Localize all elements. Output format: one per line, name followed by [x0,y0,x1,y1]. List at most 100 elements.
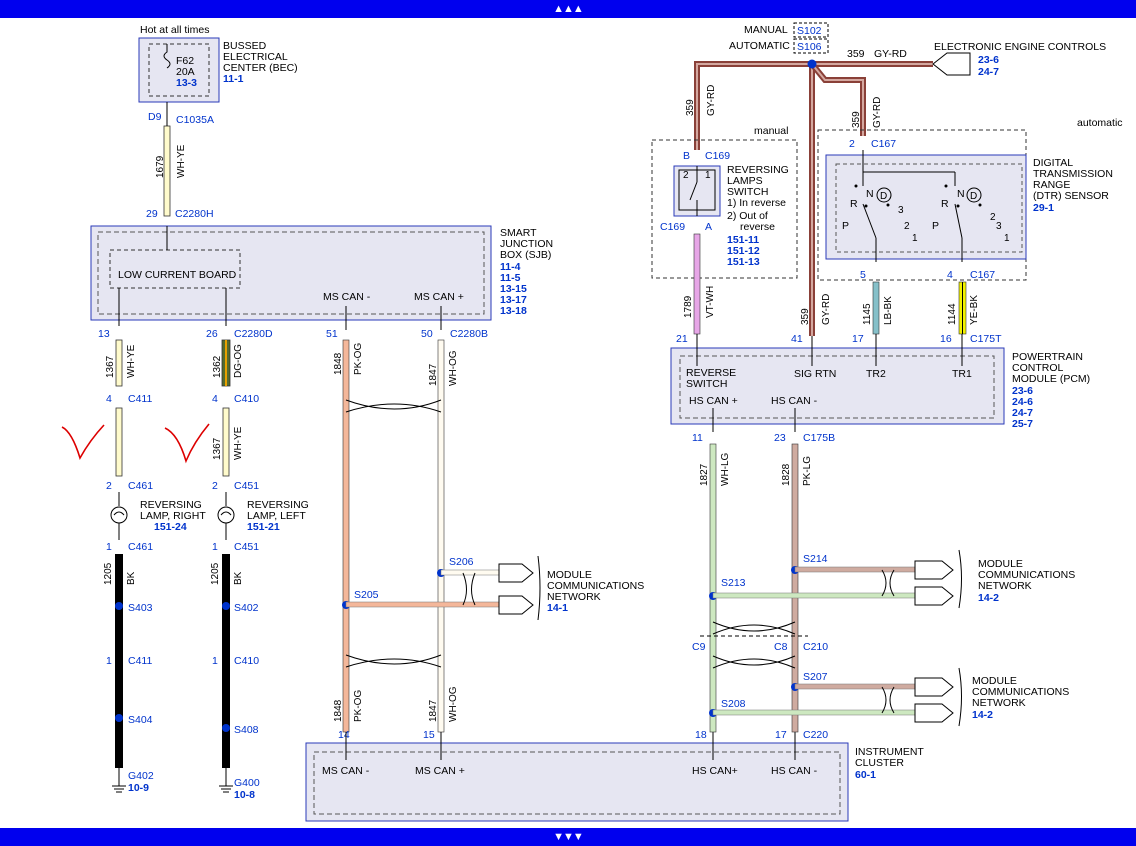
pin-21: 21 [676,333,688,345]
pcm-ref-2[interactable]: 24-6 [1012,396,1033,408]
red-check-mark-icon [61,424,105,461]
pin-1-c411: 1 [106,655,112,667]
mcn3-ref[interactable]: 14-2 [972,709,993,721]
rls-ref-2[interactable]: 151-12 [727,245,760,257]
conn-c411-b: C411 [128,655,152,667]
bec-label-2: ELECTRICAL [223,51,288,63]
wire-color-1679: WH-YE [176,144,187,178]
ic-ref[interactable]: 60-1 [855,769,876,781]
wire-1367-c [222,407,230,477]
pcm-label-1: POWERTRAIN [1012,351,1083,363]
wire-num-1848-a: 1848 [333,352,344,375]
pin-b: B [683,150,690,162]
splice-s403 [115,602,123,610]
pcm-ref-4[interactable]: 25-7 [1012,418,1033,430]
wire-num-1848-b: 1848 [333,699,344,722]
twist-icon-1 [345,399,442,413]
ground-g402-ref[interactable]: 10-9 [128,782,149,794]
pcm-ref-1[interactable]: 23-6 [1012,385,1033,397]
eec-label: ELECTRONIC ENGINE CONTROLS [934,41,1106,53]
eec-ref-2[interactable]: 24-7 [978,66,999,78]
instrument-cluster-box [305,742,849,822]
label-s214: S214 [803,553,828,565]
dtr-right-3: 3 [996,221,1002,232]
lamp-right-ref[interactable]: 151-24 [154,521,187,533]
rls-label-2: LAMPS [727,175,763,187]
lamp-left-ref[interactable]: 151-21 [247,521,280,533]
wire-num-1144: 1144 [947,303,958,325]
pcm-ref-3[interactable]: 24-7 [1012,407,1033,419]
rls-label-1: REVERSING [727,164,789,176]
wire-color-1847-b: WH-OG [448,686,459,722]
wire-color-1848-b: PK-OG [353,690,364,722]
label-s403: S403 [128,602,153,614]
sjb-ms-can-plus: MS CAN + [414,291,464,303]
pin-11: 11 [692,432,703,444]
mcn-connector-3 [914,560,954,580]
sjb-box [90,225,492,321]
label-s205: S205 [354,589,379,601]
eec-ref-1[interactable]: 23-6 [978,54,999,66]
sjb-ref-2[interactable]: 11-5 [500,272,521,284]
page-up-button[interactable]: ▲▲▲ [0,0,1136,18]
switch-pos-1: 1 [705,170,711,181]
sjb-label-2: JUNCTION [500,238,553,250]
conn-c167-top: C167 [871,138,896,150]
bec-inner [148,43,210,97]
splice-s404 [115,714,123,722]
wire-1848 [342,339,350,733]
sjb-ref-1[interactable]: 11-4 [500,261,521,273]
mcn-connector-2 [498,595,534,615]
pin-1-c410: 1 [212,655,218,667]
mcn2-ref[interactable]: 14-2 [978,592,999,604]
splice-s408 [222,724,230,732]
wire-color-359-pcm: GY-RD [821,294,832,325]
wire-1205-b [222,554,230,768]
pcm-reverse: REVERSE [686,367,736,379]
wire-1367-a [115,339,123,387]
wire-1847 [437,339,445,733]
pin-14: 14 [338,729,350,741]
pin-2-c461: 2 [106,480,112,492]
wire-1145 [872,281,880,335]
sjb-ref-5[interactable]: 13-18 [500,305,527,317]
mcn1-ref[interactable]: 14-1 [547,602,568,614]
rls-opt-3: reverse [740,221,775,233]
bec-amp: 20A [176,66,195,78]
dtr-left-2: 2 [904,221,910,232]
wire-color-1205-b: BK [233,571,244,585]
rls-ref-1[interactable]: 151-11 [727,234,759,246]
dtr-left-p: P [842,220,849,232]
wire-num-359-top: 359 [847,48,865,60]
splice-s402 [222,602,230,610]
ground-g400-ref[interactable]: 10-8 [234,789,255,801]
splice-s106 [807,59,817,69]
conn-c169-bottom: C169 [660,221,685,233]
mcn1-label-2: COMMUNICATIONS [547,580,644,592]
page-down-button[interactable]: ▼▼▼ [0,828,1136,846]
rls-label-3: SWITCH [727,186,768,198]
wire-num-1145: 1145 [862,303,873,325]
bec-ref-link[interactable]: 11-1 [223,73,244,85]
wire-color-359-l: GY-RD [706,85,717,116]
conn-c9: C9 [692,641,706,653]
wire-num-359-r: 359 [851,111,862,128]
pin-4-c167: 4 [947,269,953,281]
rls-ref-3[interactable]: 151-13 [727,256,760,268]
conn-c410-b: C410 [234,655,259,667]
pin-a: A [705,221,712,233]
dtr-label-3: RANGE [1033,179,1070,191]
sjb-ref-4[interactable]: 13-17 [500,294,527,306]
bec-fuse-ref[interactable]: 13-3 [176,77,197,89]
dtr-ref[interactable]: 29-1 [1033,202,1054,214]
sjb-ref-3[interactable]: 13-15 [500,283,527,295]
mcn1-label-3: NETWORK [547,591,601,603]
conn-c2280b: C2280B [450,328,488,340]
dtr-left-d-icon [876,187,892,203]
ic-hs-can-minus: HS CAN - [771,765,818,777]
pin-26: 26 [206,328,218,340]
label-s206: S206 [449,556,474,568]
wire-1789 [693,233,701,335]
switch-pos-2: 2 [683,170,689,181]
conn-c220: C220 [803,729,828,741]
